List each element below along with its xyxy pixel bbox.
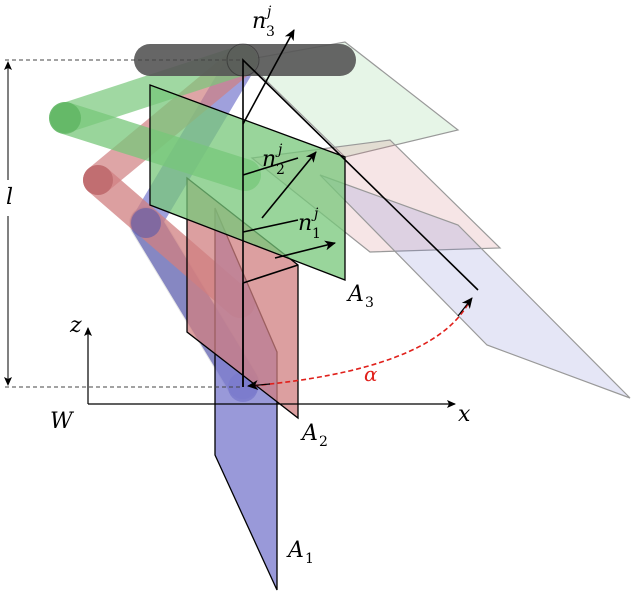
normal-n2-arrow xyxy=(261,151,317,219)
n2-subscript: 2 xyxy=(276,162,285,178)
length-annotation: l xyxy=(2,59,243,388)
n1-label: n xyxy=(298,211,312,236)
skeleton xyxy=(242,58,479,387)
joint-blue xyxy=(131,208,161,238)
normal-n1-arrow xyxy=(274,240,336,259)
n3-subscript: 3 xyxy=(266,24,275,40)
alpha-arrow-start xyxy=(247,380,271,391)
vector-labels: n 3 j n 2 j n 1 j xyxy=(252,4,321,242)
skeleton-a3-arm xyxy=(242,157,299,176)
alpha-label: α xyxy=(364,362,378,386)
n2-label: n xyxy=(262,147,276,172)
n3-label: n xyxy=(252,9,266,34)
skeleton-a1-arm xyxy=(242,264,299,284)
alpha-arc xyxy=(249,303,469,387)
n2-superscript: j xyxy=(275,142,283,158)
z-axis-label: z xyxy=(69,313,82,338)
length-label: l xyxy=(6,185,13,210)
plane-a3-subscript: 3 xyxy=(365,295,374,311)
plane-a3 xyxy=(149,84,346,281)
alpha-arrow-end xyxy=(457,297,473,317)
normal-vectors xyxy=(242,29,336,259)
plane-a2-label: A xyxy=(300,421,318,446)
angle-annotation: α xyxy=(247,297,473,391)
n1-superscript: j xyxy=(311,206,319,222)
joint-red xyxy=(83,165,113,195)
skeleton-a2-arm xyxy=(242,219,299,233)
plane-a3-label: A xyxy=(346,282,364,307)
skeleton-main xyxy=(242,58,479,387)
plane-a2-subscript: 2 xyxy=(319,434,328,450)
normal-n3-arrow xyxy=(242,29,295,125)
world-frame-label: W xyxy=(50,409,75,434)
planes xyxy=(149,84,346,591)
n1-subscript: 1 xyxy=(312,226,321,242)
x-axis-label: x xyxy=(458,402,471,427)
joint-green xyxy=(49,102,81,134)
world-frame: z x W xyxy=(50,313,471,434)
plane-a1-label: A xyxy=(286,538,304,563)
plane-labels: A 3 A 2 A 1 xyxy=(286,282,374,567)
n3-superscript: j xyxy=(264,4,272,20)
plane-a1-subscript: 1 xyxy=(305,551,314,567)
